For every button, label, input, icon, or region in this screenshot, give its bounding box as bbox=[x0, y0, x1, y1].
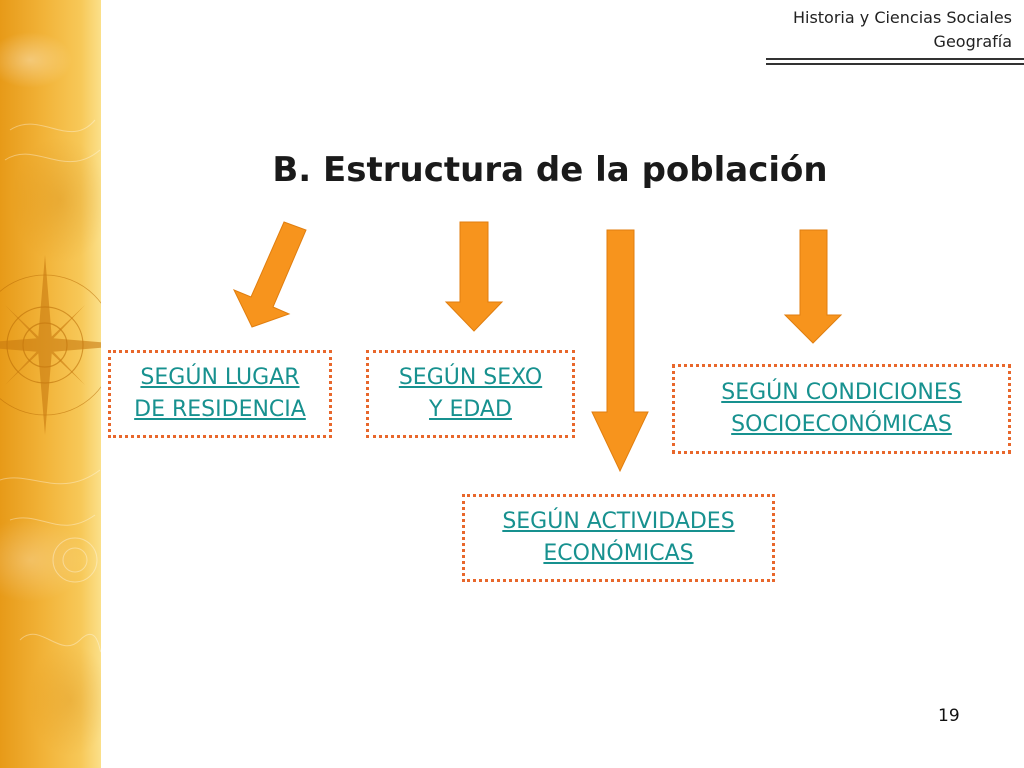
link-sexo-edad-line1: SEGÚN SEXO bbox=[398, 365, 543, 390]
header-divider-top bbox=[766, 58, 1024, 60]
arrow-to-residencia bbox=[232, 221, 307, 328]
arrow-to-sexo-edad bbox=[444, 221, 504, 332]
box-condiciones-socioeconomicas[interactable]: SEGÚN CONDICIONES SOCIOECONÓMICAS bbox=[672, 364, 1011, 454]
link-condiciones-line1: SEGÚN CONDICIONES bbox=[721, 380, 962, 405]
course-header: Historia y Ciencias Sociales Geografía bbox=[793, 6, 1012, 54]
link-lugar-residencia-line1: SEGÚN LUGAR bbox=[140, 365, 300, 390]
slide-title: B. Estructura de la población bbox=[272, 150, 828, 190]
header-divider-bottom bbox=[766, 63, 1024, 65]
box-actividades-economicas[interactable]: SEGÚN ACTIVIDADES ECONÓMICAS bbox=[462, 494, 775, 582]
page-number: 19 bbox=[938, 706, 960, 726]
link-actividades-economicas[interactable]: SEGÚN ACTIVIDADES ECONÓMICAS bbox=[502, 506, 734, 570]
link-condiciones-socioeconomicas[interactable]: SEGÚN CONDICIONES SOCIOECONÓMICAS bbox=[721, 377, 962, 441]
link-actividades-economicas-line2: ECONÓMICAS bbox=[543, 541, 694, 566]
link-lugar-residencia[interactable]: SEGÚN LUGAR DE RESIDENCIA bbox=[134, 362, 306, 426]
course-topic: Geografía bbox=[933, 32, 1012, 51]
compass-rose-icon bbox=[0, 119, 101, 653]
box-sexo-edad[interactable]: SEGÚN SEXO Y EDAD bbox=[366, 350, 575, 438]
box-lugar-residencia[interactable]: SEGÚN LUGAR DE RESIDENCIA bbox=[108, 350, 332, 438]
link-sexo-edad[interactable]: SEGÚN SEXO Y EDAD bbox=[399, 362, 542, 426]
link-condiciones-line2: SOCIOECONÓMICAS bbox=[731, 412, 952, 437]
course-subject: Historia y Ciencias Sociales bbox=[792, 8, 1012, 27]
arrow-to-condiciones bbox=[783, 229, 843, 344]
link-sexo-edad-line2: Y EDAD bbox=[429, 397, 512, 422]
link-lugar-residencia-line2: DE RESIDENCIA bbox=[134, 397, 306, 422]
link-actividades-economicas-line1: SEGÚN ACTIVIDADES bbox=[502, 509, 735, 534]
decorative-side-panel bbox=[0, 0, 101, 768]
arrow-to-actividades bbox=[591, 229, 649, 473]
